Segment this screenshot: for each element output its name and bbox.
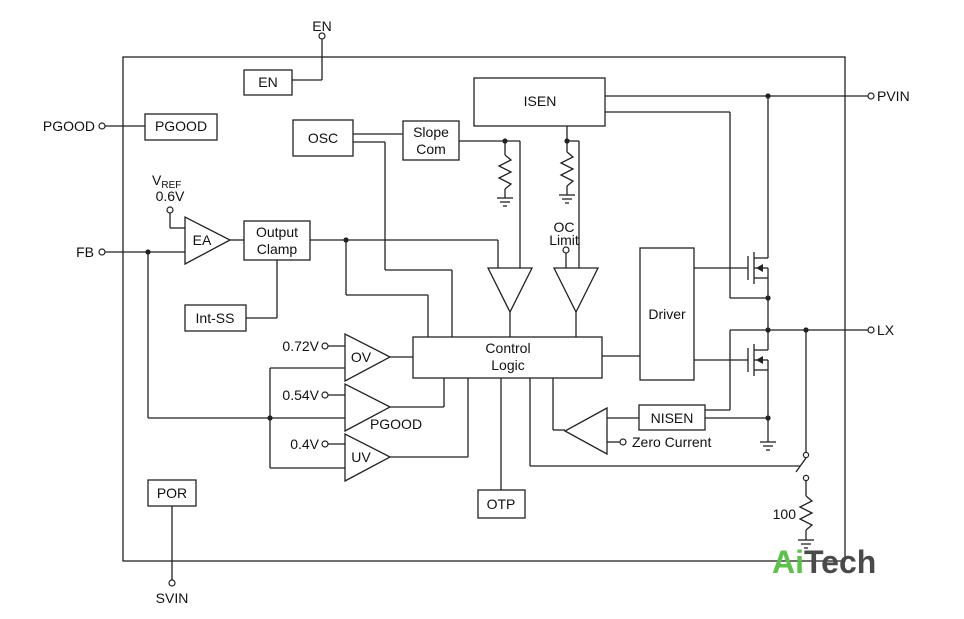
lx-pin: LX xyxy=(867,322,895,338)
isen-resistor xyxy=(559,141,575,204)
fb-pin: FB xyxy=(76,244,345,469)
svin-pin: SVIN xyxy=(156,579,189,606)
isen-label: ISEN xyxy=(524,93,557,109)
vref-label: VREF xyxy=(152,172,181,191)
int-ss-label: Int-SS xyxy=(196,310,235,326)
pgood-pin: PGOOD xyxy=(43,118,145,134)
output-clamp-label-1: Output xyxy=(256,224,298,240)
ov-comparator: 0.72V OV xyxy=(282,332,413,383)
slope-com-label-2: Com xyxy=(416,141,446,157)
osc-block: OSC xyxy=(292,119,453,337)
isen-block: ISEN xyxy=(473,77,868,299)
en-block-label: EN xyxy=(258,74,277,90)
chip-outline xyxy=(122,56,846,562)
ea-amplifier: EA xyxy=(184,215,244,266)
osc-label: OSC xyxy=(308,130,338,146)
control-logic-block: Control Logic xyxy=(412,336,800,490)
vref-value: 0.6V xyxy=(156,188,185,204)
fb-pin-label: FB xyxy=(76,244,94,260)
en-pin-label: EN xyxy=(312,18,331,34)
aitech-logo: AiTech xyxy=(772,544,876,580)
ov-label: OV xyxy=(351,349,372,365)
ea-label: EA xyxy=(193,232,212,248)
resistor-100-label: 100 xyxy=(773,506,797,522)
logo-text: AiTech xyxy=(772,544,876,580)
por-block: POR xyxy=(147,479,197,580)
vref: VREF 0.6V xyxy=(152,172,185,229)
slope-com-block: Slope Com xyxy=(402,120,521,268)
otp-label: OTP xyxy=(487,496,516,512)
slope-comparator xyxy=(486,267,534,337)
pgood-comparator-label: PGOOD xyxy=(370,416,422,432)
ov-threshold: 0.72V xyxy=(282,338,319,354)
oc-comparator: OC Limit xyxy=(549,219,600,337)
en-block: EN xyxy=(243,69,293,96)
uv-label: UV xyxy=(351,449,371,465)
oc-label-1: OC xyxy=(554,219,575,235)
nisen-label: NISEN xyxy=(651,410,694,426)
lx-pin-label: LX xyxy=(877,322,895,338)
pgood-block-label: PGOOD xyxy=(155,118,207,134)
zero-current-comparator: Zero Current xyxy=(563,406,711,456)
en-pin: EN xyxy=(292,18,332,81)
driver-label: Driver xyxy=(648,306,686,322)
por-label: POR xyxy=(157,485,187,501)
otp-block: OTP xyxy=(477,489,526,519)
slope-resistor xyxy=(497,141,513,207)
svin-pin-label: SVIN xyxy=(156,590,189,606)
pgood-pin-label: PGOOD xyxy=(43,118,95,134)
pgood-comparator: 0.54V PGOOD xyxy=(282,378,445,433)
driver-block: Driver xyxy=(639,247,748,381)
pvin-pin-label: PVIN xyxy=(877,88,910,104)
int-ss-block: Int-SS xyxy=(184,304,247,332)
control-logic-label-1: Control xyxy=(485,340,530,356)
slope-com-label-1: Slope xyxy=(413,124,449,140)
output-clamp-block: Output Clamp xyxy=(243,220,499,337)
oc-label-2: Limit xyxy=(549,232,579,248)
control-logic-label-2: Logic xyxy=(491,357,524,373)
low-side-mosfet xyxy=(747,330,776,451)
output-clamp-label-2: Clamp xyxy=(257,241,298,257)
pgood-block: PGOOD xyxy=(144,113,218,141)
uv-threshold: 0.4V xyxy=(290,436,319,452)
uv-comparator: 0.4V UV xyxy=(290,378,469,483)
high-side-mosfet xyxy=(747,93,771,330)
lx-net xyxy=(705,327,868,452)
nisen-block: NISEN xyxy=(607,404,706,431)
pgood-threshold: 0.54V xyxy=(282,387,319,403)
zero-current-label: Zero Current xyxy=(632,434,711,450)
discharge-switch: 100 xyxy=(773,451,814,549)
pvin-pin: PVIN xyxy=(867,88,910,104)
